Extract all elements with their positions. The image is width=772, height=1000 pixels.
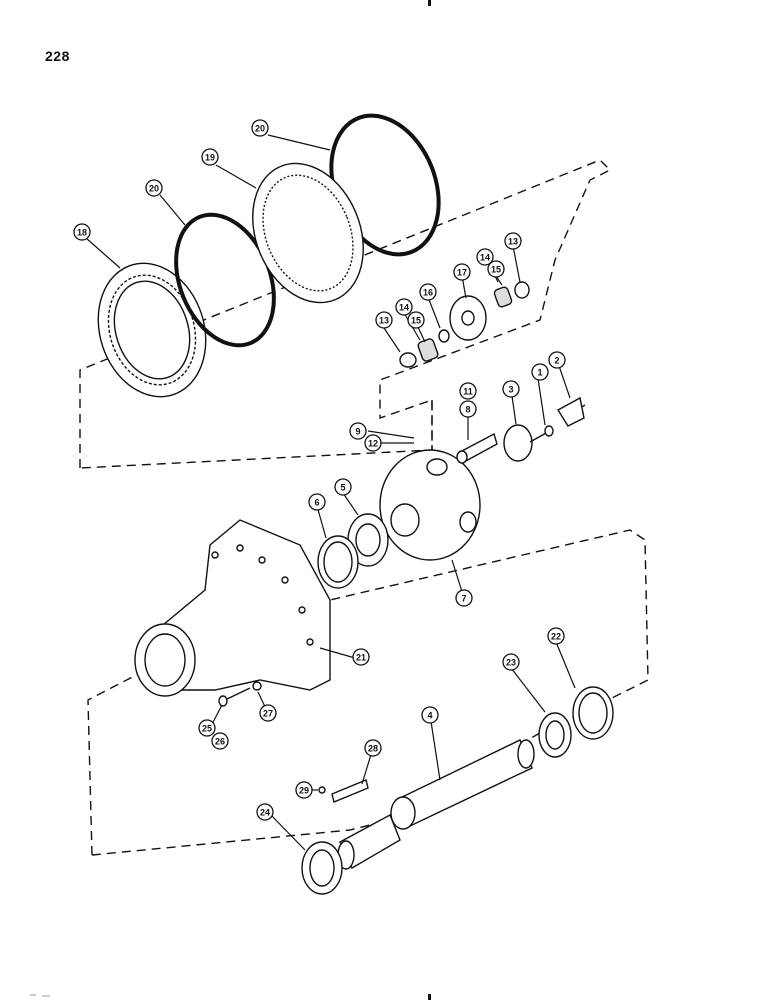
callout-label: 5 [340, 483, 345, 493]
callout: 13 [375, 311, 393, 329]
callout: 11 [459, 382, 477, 400]
registration-mark [428, 0, 431, 6]
callout: 2 [548, 351, 566, 369]
callout: 6 [308, 493, 326, 511]
callout-label: 19 [205, 153, 215, 163]
callout-label: 15 [411, 316, 421, 326]
callout-label: 9 [355, 427, 360, 437]
callout-label: 17 [457, 268, 467, 278]
callout: 20 [145, 179, 163, 197]
callout-label: 14 [399, 303, 409, 313]
seal-ring-inner [309, 849, 335, 887]
bearing-cup-inner [323, 541, 353, 583]
callout: 5 [334, 478, 352, 496]
callout: 9 [349, 422, 367, 440]
callout-label: 3 [508, 385, 513, 395]
callout: 14 [395, 298, 413, 316]
registration-mark [428, 994, 431, 1000]
callout-label: 12 [368, 439, 378, 449]
callout: 3 [502, 380, 520, 398]
callout: 20 [251, 119, 269, 137]
lock-plate [557, 396, 585, 427]
callout: 14 [476, 248, 494, 266]
callout-label: 22 [551, 632, 561, 642]
cap-screw [529, 425, 554, 443]
callout-label: 13 [379, 316, 389, 326]
callout-label: 20 [149, 184, 159, 194]
bearing-cone-inner [545, 720, 565, 750]
callout: 1 [531, 363, 549, 381]
callout: 29 [295, 781, 313, 799]
callout: 21 [352, 648, 370, 666]
planet-gear-set [399, 281, 530, 368]
callout: 28 [364, 739, 382, 757]
callout: 13 [504, 232, 522, 250]
callout-label: 24 [260, 808, 270, 818]
callout-label: 7 [461, 594, 466, 604]
callout: 17 [453, 263, 471, 281]
callout: 8 [459, 400, 477, 418]
planet-carrier [379, 449, 481, 561]
callout: 23 [502, 653, 520, 671]
callout: 18 [73, 223, 91, 241]
callout-label: 28 [368, 744, 378, 754]
callout-label: 4 [427, 711, 432, 721]
callout: 27 [259, 704, 277, 722]
callout: 25 [198, 719, 216, 737]
callout-label: 21 [356, 653, 366, 663]
output-shaft [390, 739, 535, 830]
callout-label: 6 [314, 498, 319, 508]
callout-label: 15 [491, 265, 501, 275]
callout-label: 2 [554, 356, 559, 366]
callout: 24 [256, 803, 274, 821]
thrust-washer [503, 424, 533, 462]
callout: 12 [364, 434, 382, 452]
callout: 16 [419, 283, 437, 301]
callout-label: 11 [463, 387, 473, 397]
callout-label: 23 [506, 658, 516, 668]
roll-pin [318, 786, 326, 794]
callout-label: 1 [537, 368, 542, 378]
planet-pin [456, 432, 498, 464]
callout-label: 18 [77, 228, 87, 238]
callout-label: 13 [508, 237, 518, 247]
scan-artifact [30, 994, 50, 997]
ring-gear [97, 262, 207, 398]
leader-lines [85, 134, 576, 851]
callout-label: 26 [215, 737, 225, 747]
callout-label: 16 [423, 288, 433, 298]
housing [134, 519, 331, 697]
callout: 4 [421, 706, 439, 724]
bearing-inner [355, 523, 381, 557]
callout-label: 29 [299, 786, 309, 796]
callout: 26 [211, 732, 229, 750]
callout-label: 20 [255, 124, 265, 134]
bearing-cup-outer-inner [578, 692, 608, 734]
callout: 22 [547, 627, 565, 645]
callout-label: 14 [480, 253, 490, 263]
callout: 15 [407, 311, 425, 329]
housing-bolt [218, 681, 262, 707]
callout-label: 25 [202, 724, 212, 734]
clutch-plate [252, 162, 364, 304]
callout: 15 [487, 260, 505, 278]
key [331, 779, 369, 803]
page-number: 228 [45, 48, 70, 64]
callout: 19 [201, 148, 219, 166]
callout-label: 8 [465, 405, 470, 415]
callout: 7 [455, 589, 473, 607]
callout-label: 27 [263, 709, 273, 719]
